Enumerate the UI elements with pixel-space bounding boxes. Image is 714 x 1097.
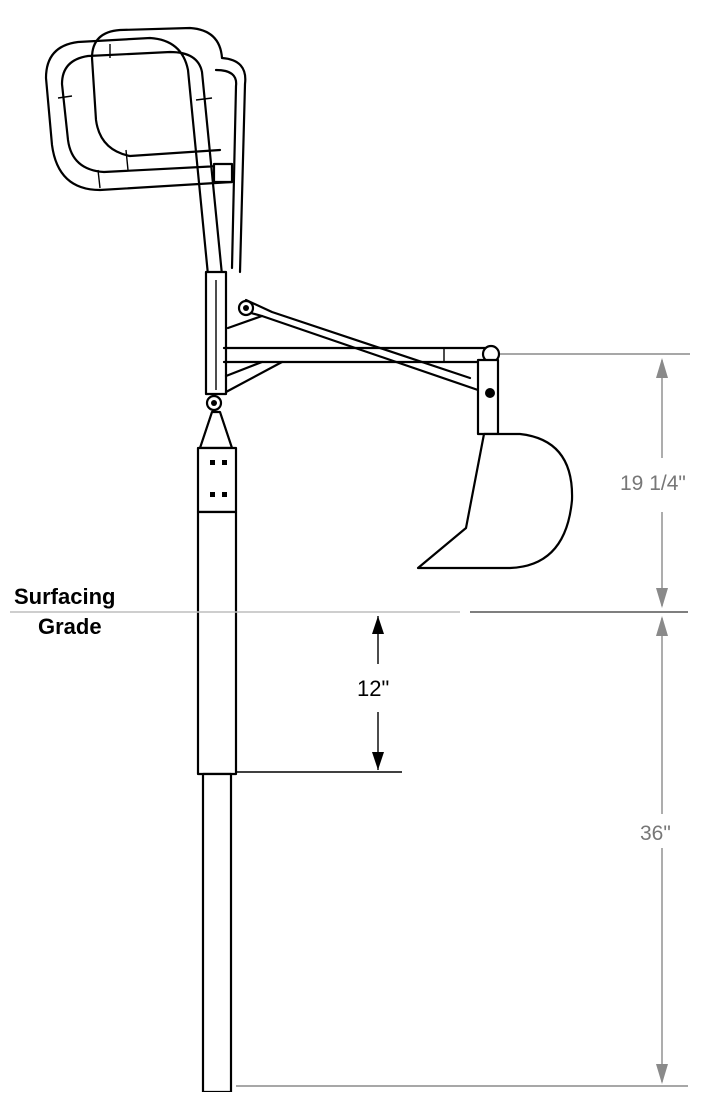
grade-label: Grade — [38, 614, 102, 639]
dim-19-label: 19 1/4" — [620, 472, 686, 495]
dimension-36in: 36" — [236, 616, 688, 1087]
dim-36-label: 36" — [640, 822, 671, 845]
seat-arm — [222, 298, 501, 394]
post-assembly — [196, 410, 238, 1094]
surfacing-label: Surfacing — [14, 584, 115, 609]
seat-bucket — [416, 358, 574, 570]
handle-frame — [44, 26, 247, 277]
dim-12-label: 12" — [357, 676, 389, 701]
head-tube — [204, 270, 228, 412]
dimension-12in: 12" — [236, 616, 402, 773]
surfacing-grade-line: Surfacing Grade — [10, 584, 688, 639]
dimension-19in: 19 1/4" — [500, 353, 690, 608]
